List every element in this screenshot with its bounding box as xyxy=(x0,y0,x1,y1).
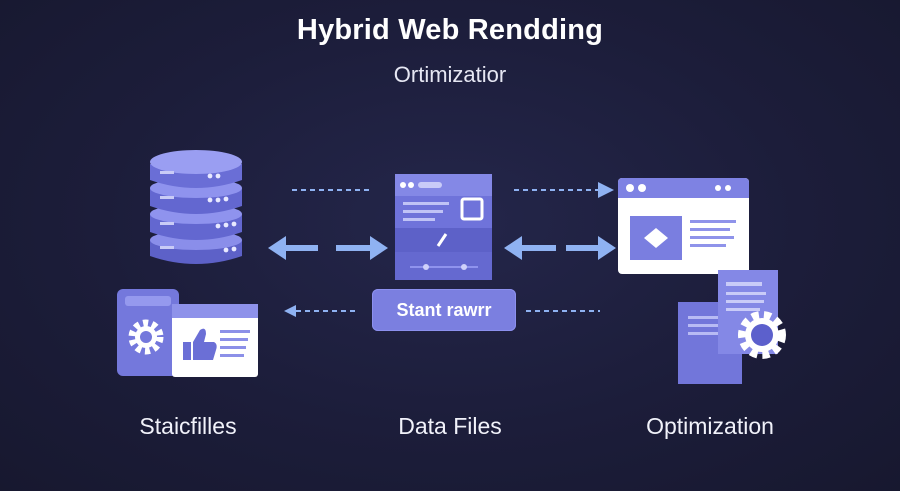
right-arrow xyxy=(336,236,388,260)
diagram-subtitle: Ortimizatior xyxy=(393,62,507,87)
gear-icon xyxy=(738,311,786,359)
left-arrow xyxy=(268,236,318,260)
left-arrow xyxy=(504,236,556,260)
document-stack-icon xyxy=(678,270,786,384)
gear-icon xyxy=(128,319,164,355)
diagram-title: Hybrid Web Rendding xyxy=(296,14,604,46)
caption-data-files: Data Files xyxy=(398,413,502,439)
right-arrow xyxy=(566,236,616,260)
database-stack-icon xyxy=(150,150,242,264)
server-window-icon xyxy=(395,174,492,280)
thumbs-up-icon xyxy=(183,328,217,360)
server-label: Stant rawrr xyxy=(372,289,516,331)
settings-card-icon xyxy=(117,289,258,377)
caption-static-files: Staicfilles xyxy=(139,413,237,439)
connector-arrows xyxy=(268,182,616,317)
caption-optimization: Optimization xyxy=(646,413,774,439)
browser-window-icon xyxy=(618,178,749,274)
